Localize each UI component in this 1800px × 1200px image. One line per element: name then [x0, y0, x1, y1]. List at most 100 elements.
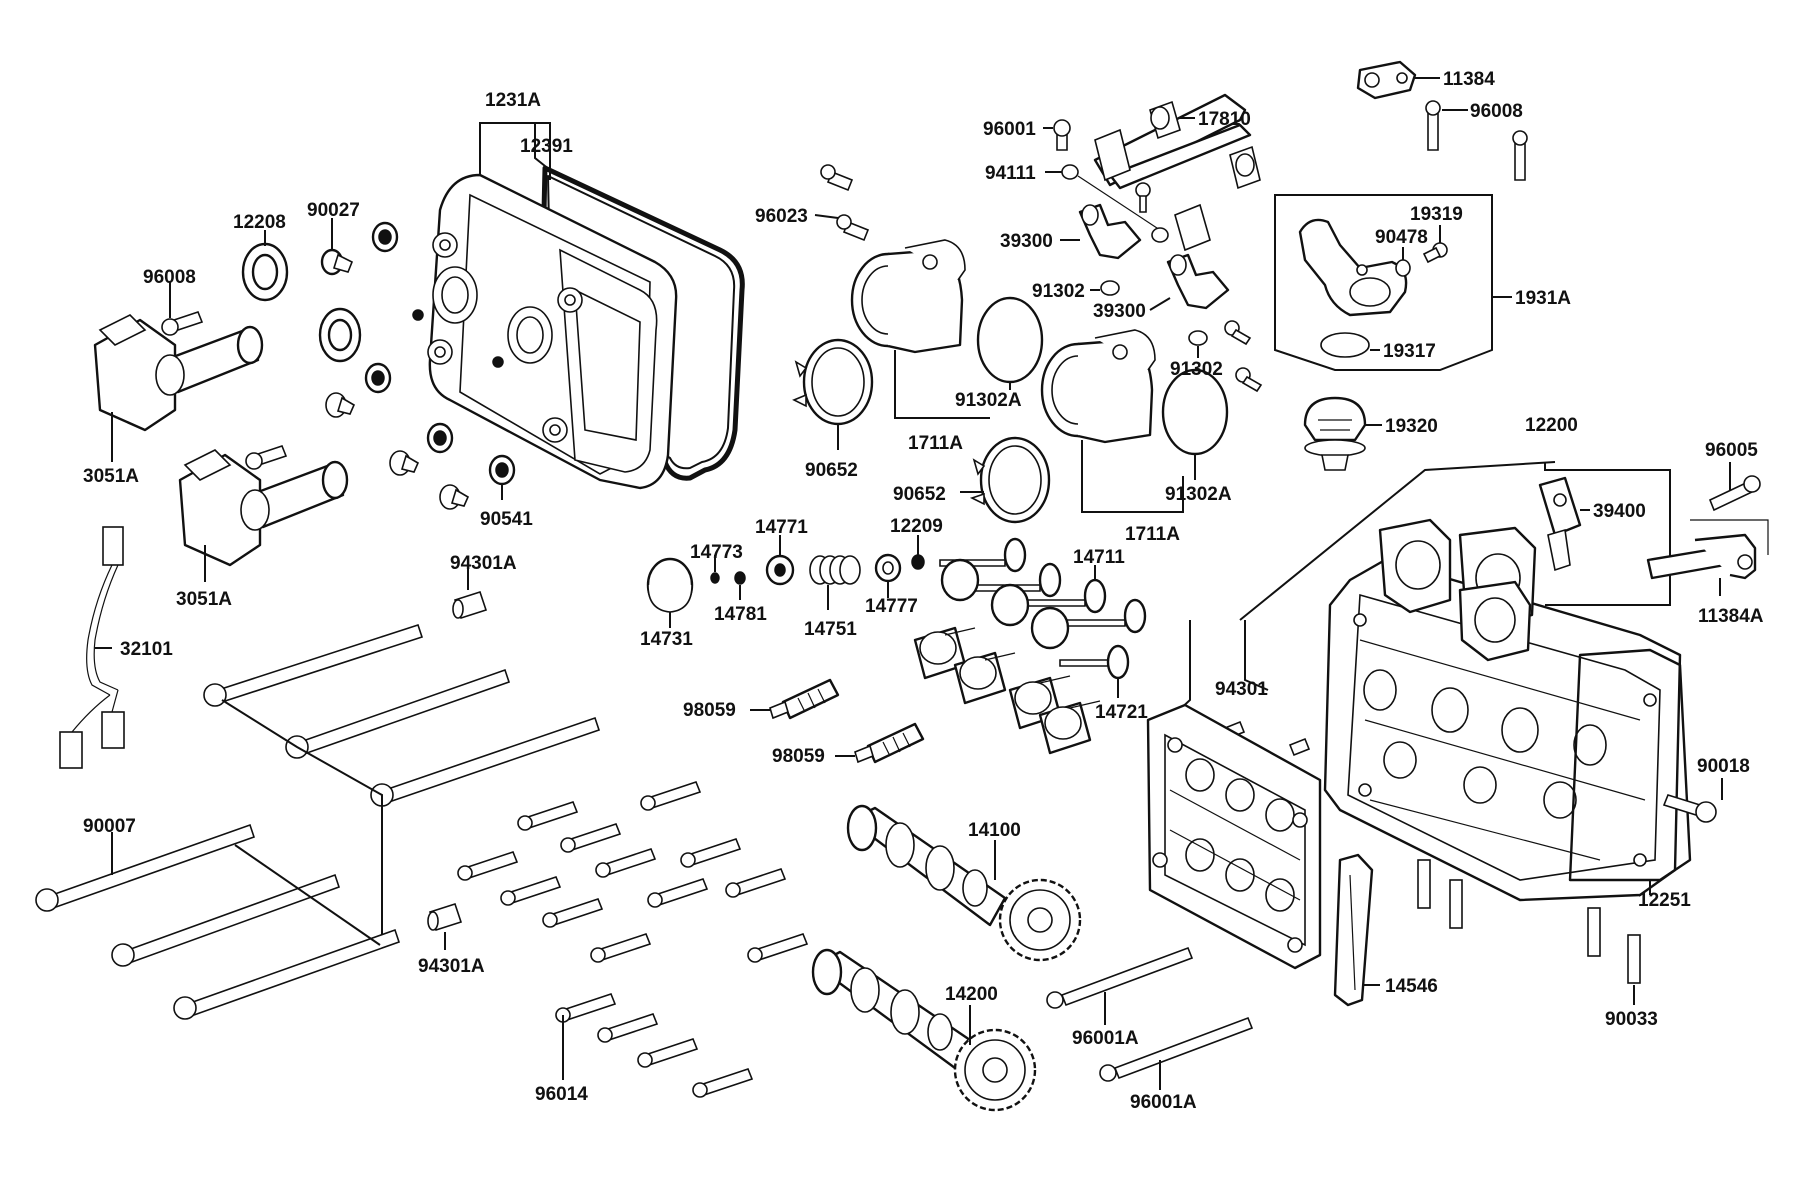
label-90007: 90007: [83, 816, 136, 837]
label-90033: 90033: [1605, 1009, 1658, 1030]
temp-sensor-39400[interactable]: [1538, 476, 1582, 572]
label-96008-right: 96008: [1470, 101, 1523, 122]
intake-manifold-lower[interactable]: [1040, 329, 1156, 444]
camshaft-14200[interactable]: [811, 948, 1037, 1112]
cylinder-head[interactable]: [1323, 518, 1682, 902]
valve-cover[interactable]: [412, 173, 678, 490]
label-17810: 17810: [1198, 109, 1251, 130]
tappet-14731[interactable]: [646, 557, 694, 613]
bolts-96001A[interactable]: [1046, 946, 1254, 1082]
bolt-90018[interactable]: [1662, 794, 1717, 823]
bolts-manifold-right[interactable]: [1224, 320, 1263, 393]
bolt-96008-left[interactable]: [161, 311, 204, 336]
fuel-rail-17810[interactable]: [1093, 93, 1261, 252]
dowel-94301A-lower[interactable]: [427, 902, 463, 932]
o-ring-19317[interactable]: [1320, 332, 1370, 358]
label-98059-1: 98059: [683, 700, 736, 721]
ignition-coil-upper[interactable]: [93, 314, 264, 432]
cotter-14773[interactable]: [710, 572, 720, 584]
label-12391: 12391: [520, 136, 573, 157]
label-90652-2: 90652: [893, 484, 946, 505]
bolt-96008-right[interactable]: [1425, 100, 1528, 181]
bolt-96023[interactable]: [820, 164, 870, 242]
leader-12200-b: [1239, 461, 1556, 621]
bolt-96001[interactable]: [1053, 119, 1071, 151]
clamp-90652-upper[interactable]: [792, 338, 874, 426]
washer-set[interactable]: [364, 221, 516, 486]
label-14100: 14100: [968, 820, 1021, 841]
spring-14751[interactable]: [809, 555, 861, 585]
camshaft-holder[interactable]: [1146, 703, 1322, 970]
head-bolts-upper[interactable]: [203, 623, 601, 807]
thermostat-housing-group-1931A: [1274, 194, 1493, 371]
stem-seal-14781[interactable]: [734, 571, 746, 585]
label-14721: 14721: [1095, 702, 1148, 723]
oil-seal-12208[interactable]: [241, 242, 289, 302]
wiring-harness-32101[interactable]: [59, 526, 125, 769]
spark-plug-98059-lower[interactable]: [854, 722, 925, 764]
camshaft-14100[interactable]: [846, 804, 1082, 962]
label-14200: 14200: [945, 984, 998, 1005]
label-3051A-1: 3051A: [83, 466, 139, 487]
injector-39300-lower[interactable]: [1166, 253, 1230, 310]
label-91302-2: 91302: [1170, 359, 1223, 380]
o-ring-91302-upper[interactable]: [1100, 280, 1120, 296]
o-ring-91302A-upper[interactable]: [976, 296, 1044, 384]
seal-12209[interactable]: [911, 554, 925, 570]
label-14773: 14773: [690, 542, 743, 563]
label-94301A-1: 94301A: [450, 553, 517, 574]
studs-90033[interactable]: [1417, 859, 1641, 984]
label-11384: 11384: [1443, 69, 1495, 90]
bracket-11384A[interactable]: [1646, 519, 1769, 580]
leader-39300-2: [1149, 297, 1171, 311]
head-gasket-12251[interactable]: [1568, 648, 1692, 882]
injector-39300-upper[interactable]: [1078, 203, 1142, 260]
chain-guide-14546[interactable]: [1333, 853, 1374, 1007]
ignition-coil-lower[interactable]: [178, 449, 349, 567]
label-96014: 96014: [535, 1084, 588, 1105]
clamp-90652-lower[interactable]: [969, 436, 1051, 524]
washer-94111[interactable]: [1061, 164, 1169, 243]
label-12208: 12208: [233, 212, 286, 233]
label-96001A-2: 96001A: [1130, 1092, 1197, 1113]
thermostat-housing[interactable]: [1298, 218, 1408, 317]
label-91302-1: 91302: [1032, 281, 1085, 302]
label-98059-2: 98059: [772, 746, 825, 767]
label-14781: 14781: [714, 604, 767, 625]
small-bolts-96014[interactable]: [457, 781, 809, 1098]
retainer-14771[interactable]: [765, 554, 795, 586]
bolt-small-rail[interactable]: [1135, 182, 1151, 213]
label-12251: 12251: [1638, 890, 1691, 911]
bolt-small-left[interactable]: [245, 445, 288, 470]
leader-94301: [1244, 620, 1269, 691]
bolt-96005[interactable]: [1708, 475, 1761, 512]
grommets-90541[interactable]: [325, 392, 470, 510]
washer-90478[interactable]: [1395, 259, 1411, 277]
label-19320: 19320: [1385, 416, 1438, 437]
intake-manifold-upper[interactable]: [850, 239, 966, 354]
label-14731: 14731: [640, 629, 693, 650]
leader-12391: [534, 123, 551, 171]
o-ring-91302A-lower[interactable]: [1161, 368, 1229, 456]
dowel-94301A-upper[interactable]: [452, 590, 488, 620]
label-96005: 96005: [1705, 440, 1758, 461]
label-90541: 90541: [480, 509, 533, 530]
grommet-90027[interactable]: [320, 248, 354, 276]
thermostat-19320[interactable]: [1303, 396, 1367, 471]
bracket-11384[interactable]: [1356, 60, 1417, 100]
valves-14711[interactable]: [939, 537, 1147, 680]
tappets-cluster[interactable]: [913, 558, 1101, 755]
o-ring-91302-lower[interactable]: [1188, 330, 1208, 346]
label-12200: 12200: [1525, 415, 1578, 436]
seat-14777[interactable]: [874, 553, 902, 583]
label-91302A-1: 91302A: [955, 390, 1022, 411]
label-91302A-2: 91302A: [1165, 484, 1232, 505]
label-96008-left: 96008: [143, 267, 196, 288]
plug-seal[interactable]: [318, 307, 362, 363]
head-bolts-90007[interactable]: [35, 823, 401, 1020]
leader-1711A-2: [1081, 440, 1184, 513]
spark-plug-98059-upper[interactable]: [769, 678, 840, 720]
label-19317: 19317: [1383, 341, 1436, 362]
label-96023: 96023: [755, 206, 808, 227]
